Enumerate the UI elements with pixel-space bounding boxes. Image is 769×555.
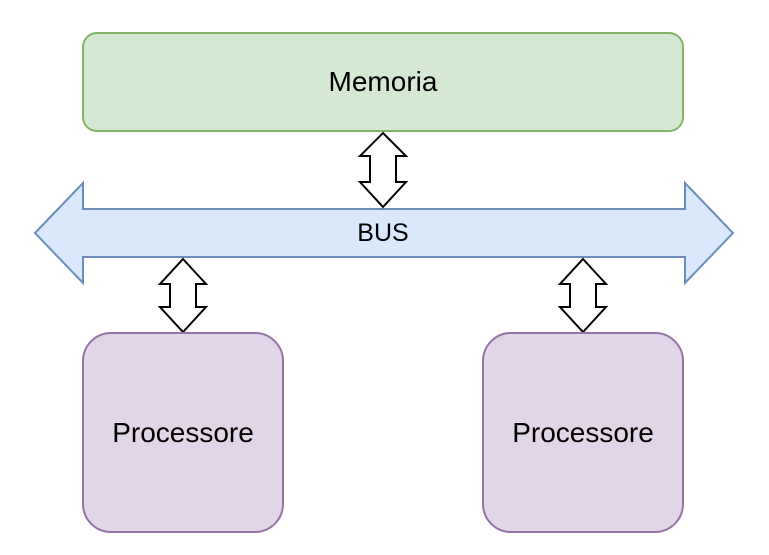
bus-arrow — [33, 180, 735, 286]
bus-processor-right-connector — [557, 257, 609, 334]
bus-processor-left-connector — [157, 257, 209, 334]
processor-left-box — [82, 332, 284, 533]
processor-right-label: Processore — [512, 416, 654, 448]
processor-left-label: Processore — [112, 416, 254, 448]
bus-label: BUS — [357, 218, 409, 247]
memory-label: Memoria — [328, 66, 438, 97]
memory-bus-connector — [357, 131, 409, 209]
memory-box — [82, 32, 684, 132]
processor-right-box — [482, 332, 684, 533]
